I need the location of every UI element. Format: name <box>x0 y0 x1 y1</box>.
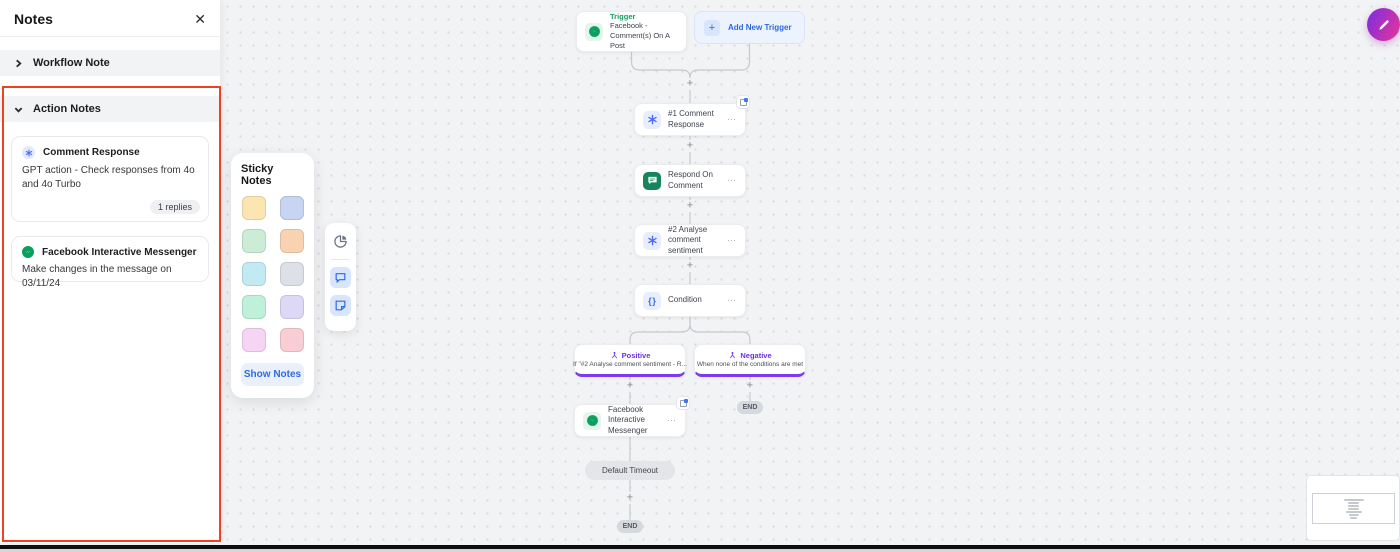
notes-panel-title: Notes <box>14 11 53 27</box>
sticky-color-swatch[interactable] <box>241 229 266 253</box>
node-menu-icon[interactable]: ⋯ <box>727 235 737 245</box>
node-label: Respond On Comment <box>668 170 713 190</box>
plus-icon: + <box>704 19 720 36</box>
add-new-trigger-button[interactable]: + Add New Trigger <box>694 11 805 44</box>
note-card-comment-response[interactable]: Comment Response GPT action - Check resp… <box>11 136 209 222</box>
add-step-button[interactable]: + <box>626 379 634 392</box>
comment-board-icon <box>643 171 661 190</box>
pencil-icon <box>1378 19 1389 30</box>
braces-icon: { } <box>643 291 661 310</box>
sticky-color-swatch[interactable] <box>241 196 266 220</box>
node-menu-icon[interactable]: ⋯ <box>727 114 737 124</box>
add-step-button[interactable]: + <box>686 259 694 272</box>
node-menu-icon[interactable]: ⋯ <box>727 175 737 185</box>
gpt-icon <box>22 146 35 159</box>
note-card-fb-messenger[interactable]: Facebook Interactive Messenger Make chan… <box>11 236 209 289</box>
analytics-pie-icon[interactable] <box>330 231 351 252</box>
end-marker: END <box>617 520 643 533</box>
node-analyse-sentiment[interactable]: #2 Analyse comment sentiment ⋯ <box>634 224 746 257</box>
sticky-color-swatch[interactable] <box>241 295 266 319</box>
sticky-note-tool-icon[interactable] <box>330 295 351 316</box>
node-label: Facebook Interactive Messenger <box>608 404 648 435</box>
branch-condition-text: When none of the conditions are met <box>696 361 804 368</box>
edit-fab-button[interactable] <box>1367 8 1400 41</box>
show-notes-button[interactable]: Show Notes <box>241 363 304 386</box>
window-bottom-bar <box>0 545 1400 549</box>
sticky-color-swatch[interactable] <box>241 328 266 352</box>
node-menu-icon[interactable]: ⋯ <box>667 415 677 425</box>
default-timeout-pill[interactable]: Default Timeout <box>585 461 675 480</box>
note-body: GPT action - Check responses from 4o and… <box>22 165 195 190</box>
node-label: #1 Comment Response <box>668 109 714 129</box>
window-bottom-edge <box>0 549 1400 552</box>
sticky-color-swatch[interactable] <box>279 196 304 220</box>
sticky-color-swatch[interactable] <box>279 295 304 319</box>
sticky-color-swatch[interactable] <box>279 328 304 352</box>
add-step-button[interactable]: + <box>686 199 694 212</box>
node-label: Condition <box>668 295 702 305</box>
messenger-icon <box>22 246 34 258</box>
sticky-notes-popover: Sticky Notes Show Notes <box>231 153 314 398</box>
node-label: #2 Analyse comment sentiment <box>668 224 708 255</box>
add-step-button[interactable]: + <box>746 379 754 392</box>
toolbar-divider <box>331 259 350 260</box>
add-new-trigger-label: Add New Trigger <box>728 23 792 32</box>
branch-label: Positive <box>621 351 651 360</box>
sticky-notes-title: Sticky Notes <box>241 163 274 187</box>
close-icon[interactable]: ✕ <box>194 11 206 27</box>
node-menu-icon[interactable]: ⋯ <box>727 295 737 305</box>
add-step-button[interactable]: + <box>686 77 694 90</box>
chevron-down-icon <box>14 107 23 113</box>
replies-badge[interactable]: 1 replies <box>149 200 200 214</box>
add-step-button[interactable]: + <box>626 491 634 504</box>
duplicate-badge-icon[interactable] <box>736 95 750 109</box>
branch-positive[interactable]: Positive If "#2 Analyse comment sentimen… <box>573 344 687 377</box>
chevron-right-icon <box>16 59 22 67</box>
note-title: Facebook Interactive Messenger <box>42 246 197 258</box>
section-label: Workflow Note <box>33 57 110 69</box>
sticky-color-swatch[interactable] <box>279 262 304 286</box>
notes-panel: Notes ✕ Workflow Note Action Notes Comme… <box>0 0 220 543</box>
trigger-node[interactable]: Trigger Facebook - Comment(s) On A Post <box>576 11 687 52</box>
comments-tool-icon[interactable] <box>330 267 351 288</box>
gpt-icon <box>643 110 661 129</box>
add-step-button[interactable]: + <box>686 139 694 152</box>
node-condition[interactable]: { } Condition ⋯ <box>634 284 746 317</box>
node-respond-on-comment[interactable]: Respond On Comment ⋯ <box>634 164 746 197</box>
trigger-description: Facebook - Comment(s) On A Post <box>610 21 670 50</box>
section-workflow-note[interactable]: Workflow Note <box>0 50 220 76</box>
branch-negative[interactable]: Negative When none of the conditions are… <box>694 344 806 377</box>
canvas-side-toolbar <box>325 223 356 331</box>
sticky-color-swatch[interactable] <box>279 229 304 253</box>
node-fb-interactive-messenger[interactable]: Facebook Interactive Messenger ⋯ <box>574 404 686 437</box>
branch-condition-text: If "#2 Analyse comment sentiment - R... <box>573 361 687 368</box>
minimap[interactable] <box>1306 475 1400 541</box>
branch-icon <box>730 351 736 359</box>
trigger-type-label: Trigger <box>610 12 636 22</box>
sticky-color-swatch[interactable] <box>241 262 266 286</box>
gpt-icon <box>643 231 661 250</box>
note-title: Comment Response <box>43 147 140 158</box>
sticky-color-grid <box>241 196 304 352</box>
section-action-notes[interactable]: Action Notes <box>0 96 220 122</box>
messenger-icon <box>585 22 603 41</box>
duplicate-badge-icon[interactable] <box>676 396 690 410</box>
note-body: Make changes in the message on 03/11/24 <box>22 264 172 289</box>
messenger-icon <box>583 411 601 430</box>
branch-icon <box>611 351 617 359</box>
node-comment-response[interactable]: #1 Comment Response ⋯ <box>634 103 746 136</box>
minimap-viewport[interactable] <box>1312 493 1395 524</box>
branch-label: Negative <box>740 351 772 360</box>
section-label: Action Notes <box>33 103 101 115</box>
end-marker: END <box>737 401 763 414</box>
